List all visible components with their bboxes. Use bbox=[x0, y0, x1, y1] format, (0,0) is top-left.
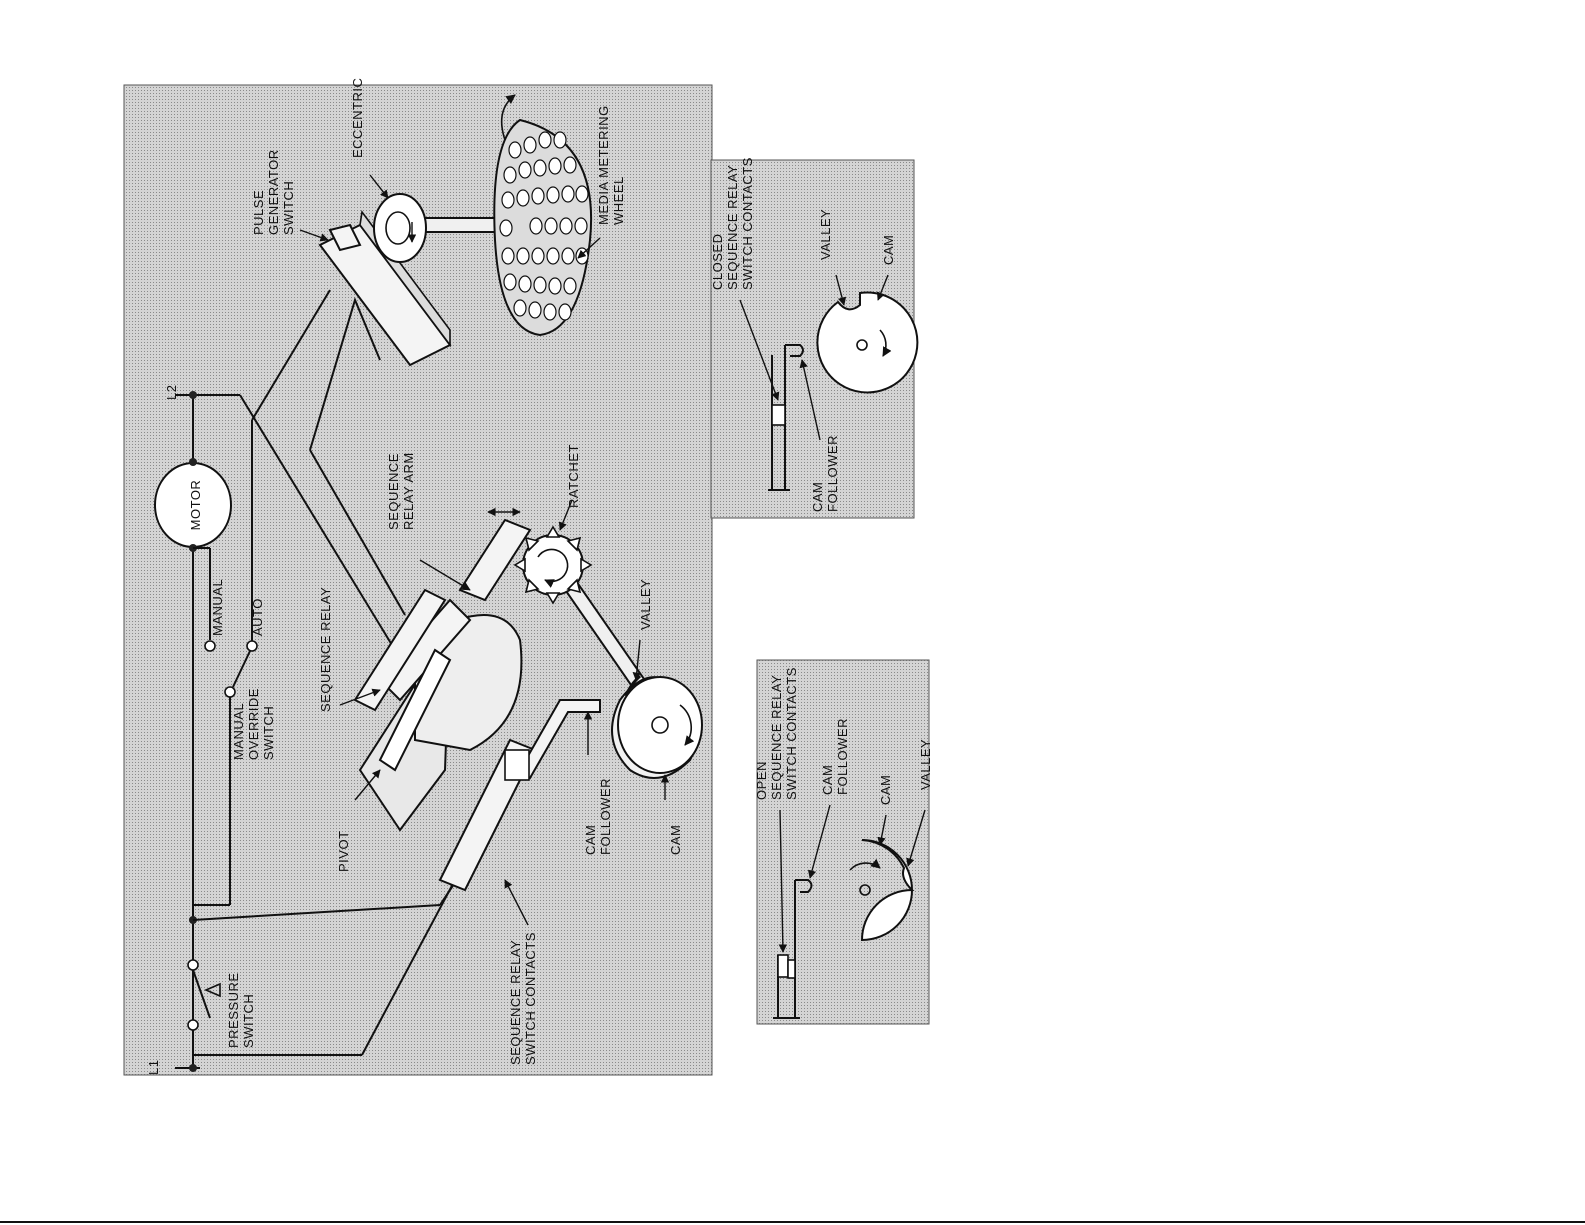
main-cam-label: CAM bbox=[668, 825, 683, 855]
svg-text:SEQUENCE RELAY ARM: SEQUENCE RELAY ARM bbox=[386, 449, 416, 530]
closed-valley-label: VALLEY bbox=[818, 209, 833, 260]
media-metering-label-line-1: MEDIA METERING bbox=[596, 105, 611, 225]
manual-position-label: MANUAL bbox=[210, 579, 225, 636]
sequence-relay-arm-label-line-2: RELAY ARM bbox=[401, 452, 416, 530]
open-contacts-label-line-1: OPEN bbox=[754, 761, 769, 800]
eccentric-label: ECCENTRIC bbox=[350, 78, 365, 158]
sequence-relay-arm-label-line-1: SEQUENCE bbox=[386, 453, 401, 530]
sequence-relay-label: SEQUENCE RELAY bbox=[318, 587, 333, 712]
main-cam-follower-label-line-2: FOLLOWER bbox=[598, 778, 613, 855]
pulse-generator-label-line-3: SWITCH bbox=[281, 181, 296, 235]
open-contacts-label-line-3: SWITCH CONTACTS bbox=[784, 667, 799, 800]
ratchet-label: RATCHET bbox=[566, 444, 581, 508]
closed-cam bbox=[817, 292, 917, 392]
closed-contacts-label-line-1: CLOSED bbox=[710, 234, 725, 290]
closed-contacts-label-line-2: SEQUENCE RELAY bbox=[725, 165, 740, 290]
closed-follower-label-line-2: FOLLOWER bbox=[825, 435, 840, 512]
manual-override-label-line-1: MANUAL bbox=[231, 703, 246, 760]
cam-disc bbox=[618, 677, 702, 773]
main-diagram-panel: MOTOR PRESSURE SWITCH MANUAL AUTO bbox=[124, 78, 712, 1075]
pivot-label: PIVOT bbox=[336, 830, 351, 872]
open-contacts-label-line-2: SEQUENCE RELAY bbox=[769, 675, 784, 800]
media-metering-label-line-2: WHEEL bbox=[611, 176, 626, 225]
switch-contacts-label-line-2: SWITCH CONTACTS bbox=[523, 932, 538, 1065]
main-cam-follower-label-line-1: CAM bbox=[583, 825, 598, 855]
motor-label: MOTOR bbox=[188, 480, 203, 531]
open-valley-label: VALLEY bbox=[918, 739, 933, 790]
closed-cam-label: CAM bbox=[881, 235, 896, 265]
open-cam-label: CAM bbox=[878, 775, 893, 805]
closed-contacts-inset: CLOSED SEQUENCE RELAY SWITCH CONTACTS VA… bbox=[710, 157, 917, 518]
auto-position-label: AUTO bbox=[250, 598, 265, 636]
manual-override-label-line-2: OVERRIDE bbox=[246, 688, 261, 760]
closed-contacts-label-line-3: SWITCH CONTACTS bbox=[740, 157, 755, 290]
open-follower-label-line-2: FOLLOWER bbox=[835, 718, 850, 795]
l1-label: L1 bbox=[146, 1060, 161, 1075]
open-contacts-inset: OPEN SEQUENCE RELAY SWITCH CONTACTS CAM … bbox=[754, 660, 933, 1024]
open-follower-label-line-1: CAM bbox=[820, 765, 835, 795]
switch-contacts-label-line-1: SEQUENCE RELAY bbox=[508, 940, 523, 1065]
manual-override-label-line-3: SWITCH bbox=[261, 706, 276, 760]
l2-label: L2 bbox=[164, 385, 179, 400]
main-valley-label: VALLEY bbox=[638, 579, 653, 630]
pressure-switch-label-line-1: PRESSURE bbox=[226, 972, 241, 1048]
svg-text:SEQUENCE RELAY SWITCH: SEQUENCE RELAY SWITCH CONTACTS bbox=[508, 932, 538, 1065]
pulse-generator-label-line-2: GENERATOR bbox=[266, 149, 281, 235]
pressure-switch-label-line-2: SWITCH bbox=[241, 994, 256, 1048]
closed-follower-label-line-1: CAM bbox=[810, 482, 825, 512]
pulse-generator-label-line-1: PULSE bbox=[251, 190, 266, 235]
